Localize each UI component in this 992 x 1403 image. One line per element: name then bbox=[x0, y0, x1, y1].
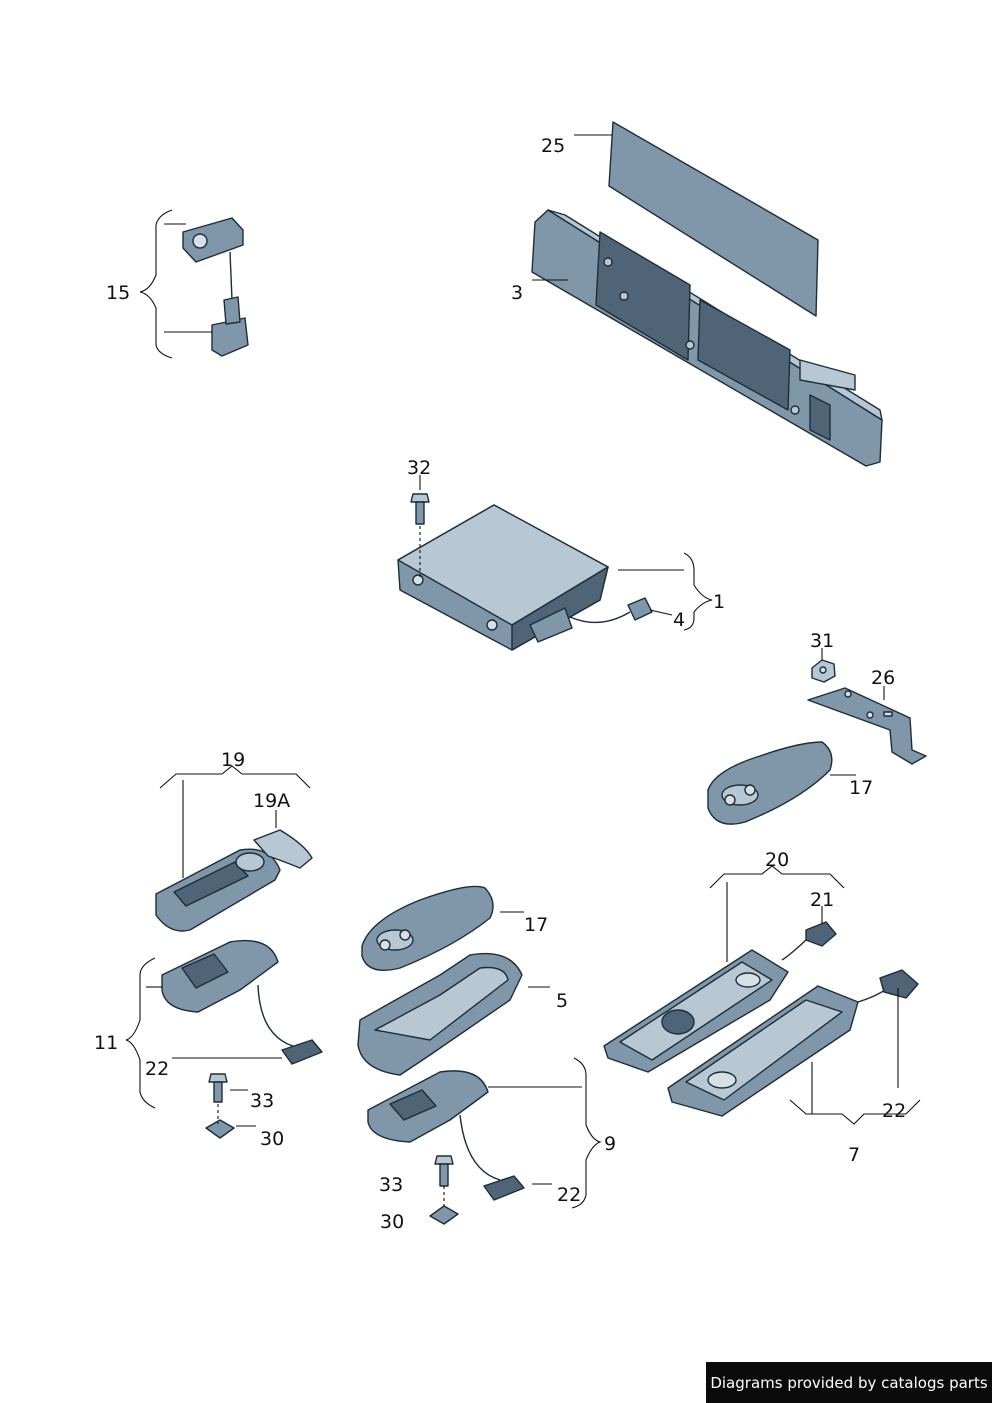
label-32: 32 bbox=[407, 457, 431, 479]
label-7: 7 bbox=[848, 1144, 860, 1166]
label-5: 5 bbox=[556, 990, 568, 1012]
part-1-control-unit[interactable] bbox=[397, 504, 631, 651]
part-19a-cover[interactable] bbox=[253, 829, 313, 869]
part-15-sensor-cable[interactable] bbox=[182, 217, 249, 357]
label-4: 4 bbox=[673, 609, 685, 631]
footer-credit: Diagrams provided by catalogs parts bbox=[706, 1362, 992, 1403]
part-32-screw[interactable] bbox=[410, 493, 430, 525]
part-5-cradle-tray[interactable] bbox=[357, 952, 523, 1076]
label-9: 9 bbox=[604, 1133, 616, 1155]
label-30-middle: 30 bbox=[380, 1211, 404, 1233]
part-7-trim-panel[interactable] bbox=[667, 984, 893, 1117]
label-20: 20 bbox=[765, 849, 789, 871]
label-21: 21 bbox=[810, 889, 834, 911]
part-30-clip-nut-left[interactable] bbox=[205, 1119, 235, 1139]
part-31-nut[interactable] bbox=[811, 659, 836, 683]
label-22-left: 22 bbox=[145, 1058, 169, 1080]
part-20-trim-knob[interactable] bbox=[603, 949, 789, 1073]
label-15: 15 bbox=[106, 282, 130, 304]
label-19: 19 bbox=[221, 749, 245, 771]
label-33-left: 33 bbox=[250, 1090, 274, 1112]
part-9-cradle-cable[interactable] bbox=[367, 1070, 501, 1181]
label-30-left: 30 bbox=[260, 1128, 284, 1150]
label-26: 26 bbox=[871, 667, 895, 689]
part-33-screw-left[interactable] bbox=[208, 1073, 228, 1103]
label-1: 1 bbox=[713, 591, 725, 613]
part-22-connector-right[interactable] bbox=[879, 969, 919, 999]
part-26-holder-plate[interactable] bbox=[807, 687, 927, 765]
part-22-connector-left[interactable] bbox=[281, 1039, 323, 1065]
part-25-foil-sheet[interactable] bbox=[608, 121, 819, 317]
label-17-middle: 17 bbox=[524, 914, 548, 936]
part-19-handset-display[interactable] bbox=[155, 848, 281, 932]
reference-labels: 25 3 15 32 1 4 31 26 17 19 19A 20 21 17 … bbox=[94, 135, 906, 1233]
label-33-middle: 33 bbox=[379, 1174, 403, 1196]
label-31: 31 bbox=[810, 630, 834, 652]
label-3: 3 bbox=[511, 282, 523, 304]
part-17-handset-middle[interactable] bbox=[361, 885, 494, 971]
part-22-connector-middle[interactable] bbox=[483, 1175, 525, 1201]
label-25: 25 bbox=[541, 135, 565, 157]
label-11: 11 bbox=[94, 1032, 118, 1054]
label-19a: 19A bbox=[253, 790, 290, 812]
part-21-connector[interactable] bbox=[781, 921, 837, 961]
part-4-connector[interactable] bbox=[627, 597, 653, 621]
label-22-middle: 22 bbox=[557, 1184, 581, 1206]
part-11-cradle-cable[interactable] bbox=[161, 939, 301, 1049]
part-33-screw-middle[interactable] bbox=[434, 1155, 454, 1187]
part-30-clip-nut-middle[interactable] bbox=[429, 1205, 459, 1225]
part-17-handset-right[interactable] bbox=[707, 741, 833, 825]
label-17-right: 17 bbox=[849, 777, 873, 799]
label-22-right: 22 bbox=[882, 1100, 906, 1122]
leader-lines bbox=[125, 134, 921, 1209]
part-3-bracket[interactable] bbox=[531, 209, 883, 467]
